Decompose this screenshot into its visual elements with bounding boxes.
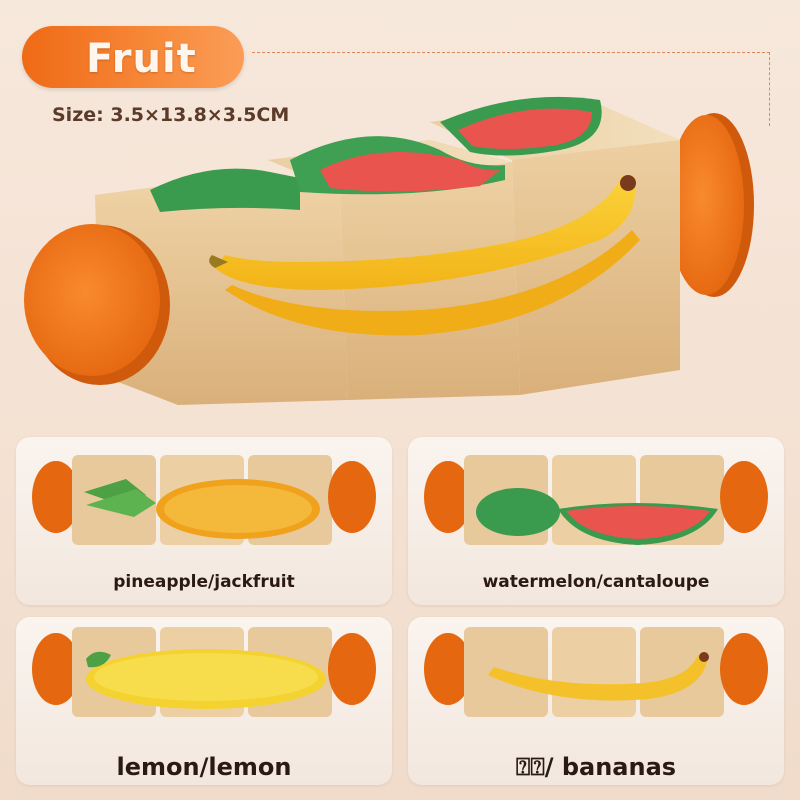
variant-label-3: lemon/lemon (116, 753, 292, 781)
variant-label-4: ⍰⍰/ bananas (515, 753, 677, 781)
page-title: Fruit (86, 36, 197, 82)
variant-label-1: pineapple/jackfruit (113, 572, 295, 592)
title-banner (22, 26, 244, 88)
lemon-toy-image (32, 627, 376, 717)
decorative-dashed-line (252, 52, 770, 53)
pineapple-toy-image (32, 455, 376, 545)
banana-toy-image (424, 627, 768, 717)
watermelon-toy-image (424, 455, 768, 545)
variant-label-2: watermelon/cantaloupe (482, 572, 710, 592)
size-spec: Size: 3.5×13.8×3.5CM (52, 104, 290, 126)
hero-fruit-puzzle-toy (24, 96, 754, 405)
decorative-dashed-line-vertical (769, 52, 770, 126)
